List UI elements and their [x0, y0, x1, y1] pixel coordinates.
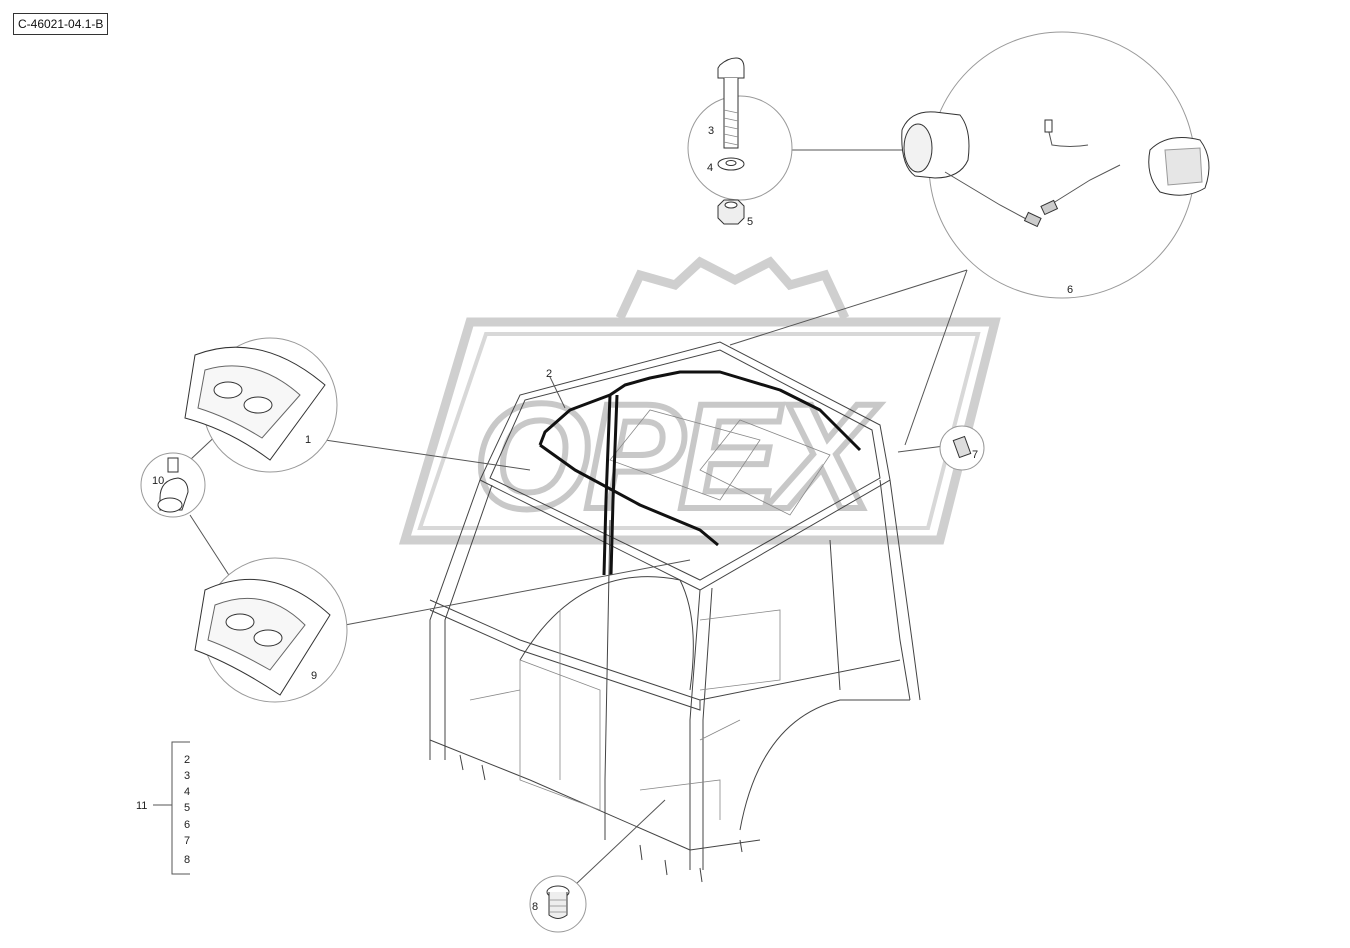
- kit-item: 4: [184, 786, 190, 798]
- drawing-id-label: C-46021-04.1-B: [13, 13, 109, 35]
- callout-2: 2: [546, 368, 552, 380]
- kit-item: 3: [184, 770, 190, 782]
- callout-3: 3: [708, 125, 714, 137]
- work-lamp-part: [901, 111, 1210, 228]
- callout-labels: 1 2 3 4 5 6 7 8 9 10: [152, 125, 1073, 913]
- kit-item: 7: [184, 835, 190, 847]
- nut-part: [717, 199, 745, 225]
- callout-7: 7: [972, 449, 978, 461]
- cab-frame: [429, 341, 921, 883]
- plug-part: [546, 885, 570, 919]
- kit-item: 8: [184, 854, 190, 866]
- roof-wiring-harness: [538, 370, 862, 576]
- kit-item: 2: [184, 754, 190, 766]
- kit-list: 11 2 3 4 5 6 7 8: [136, 741, 190, 875]
- washer-part: [717, 157, 745, 171]
- bulb-part: [157, 457, 189, 513]
- opex-watermark: OPEX: [398, 256, 1001, 545]
- connector-part: [952, 435, 972, 459]
- callout-4: 4: [707, 162, 713, 174]
- kit-item: 5: [184, 802, 190, 814]
- callout-10: 10: [152, 475, 164, 487]
- dome-light-part: [184, 346, 326, 461]
- callout-9: 9: [311, 670, 317, 682]
- callout-8: 8: [532, 901, 538, 913]
- kit-item: 6: [184, 819, 190, 831]
- callout-5: 5: [747, 216, 753, 228]
- callout-6: 6: [1067, 284, 1073, 296]
- bolt-part: [717, 57, 745, 149]
- hardware-detail-circle: [687, 95, 793, 201]
- watermark-text: OPEX: [474, 372, 881, 540]
- kit-label: 11: [136, 800, 147, 812]
- callout-1: 1: [305, 434, 311, 446]
- interior-light-part: [194, 578, 331, 696]
